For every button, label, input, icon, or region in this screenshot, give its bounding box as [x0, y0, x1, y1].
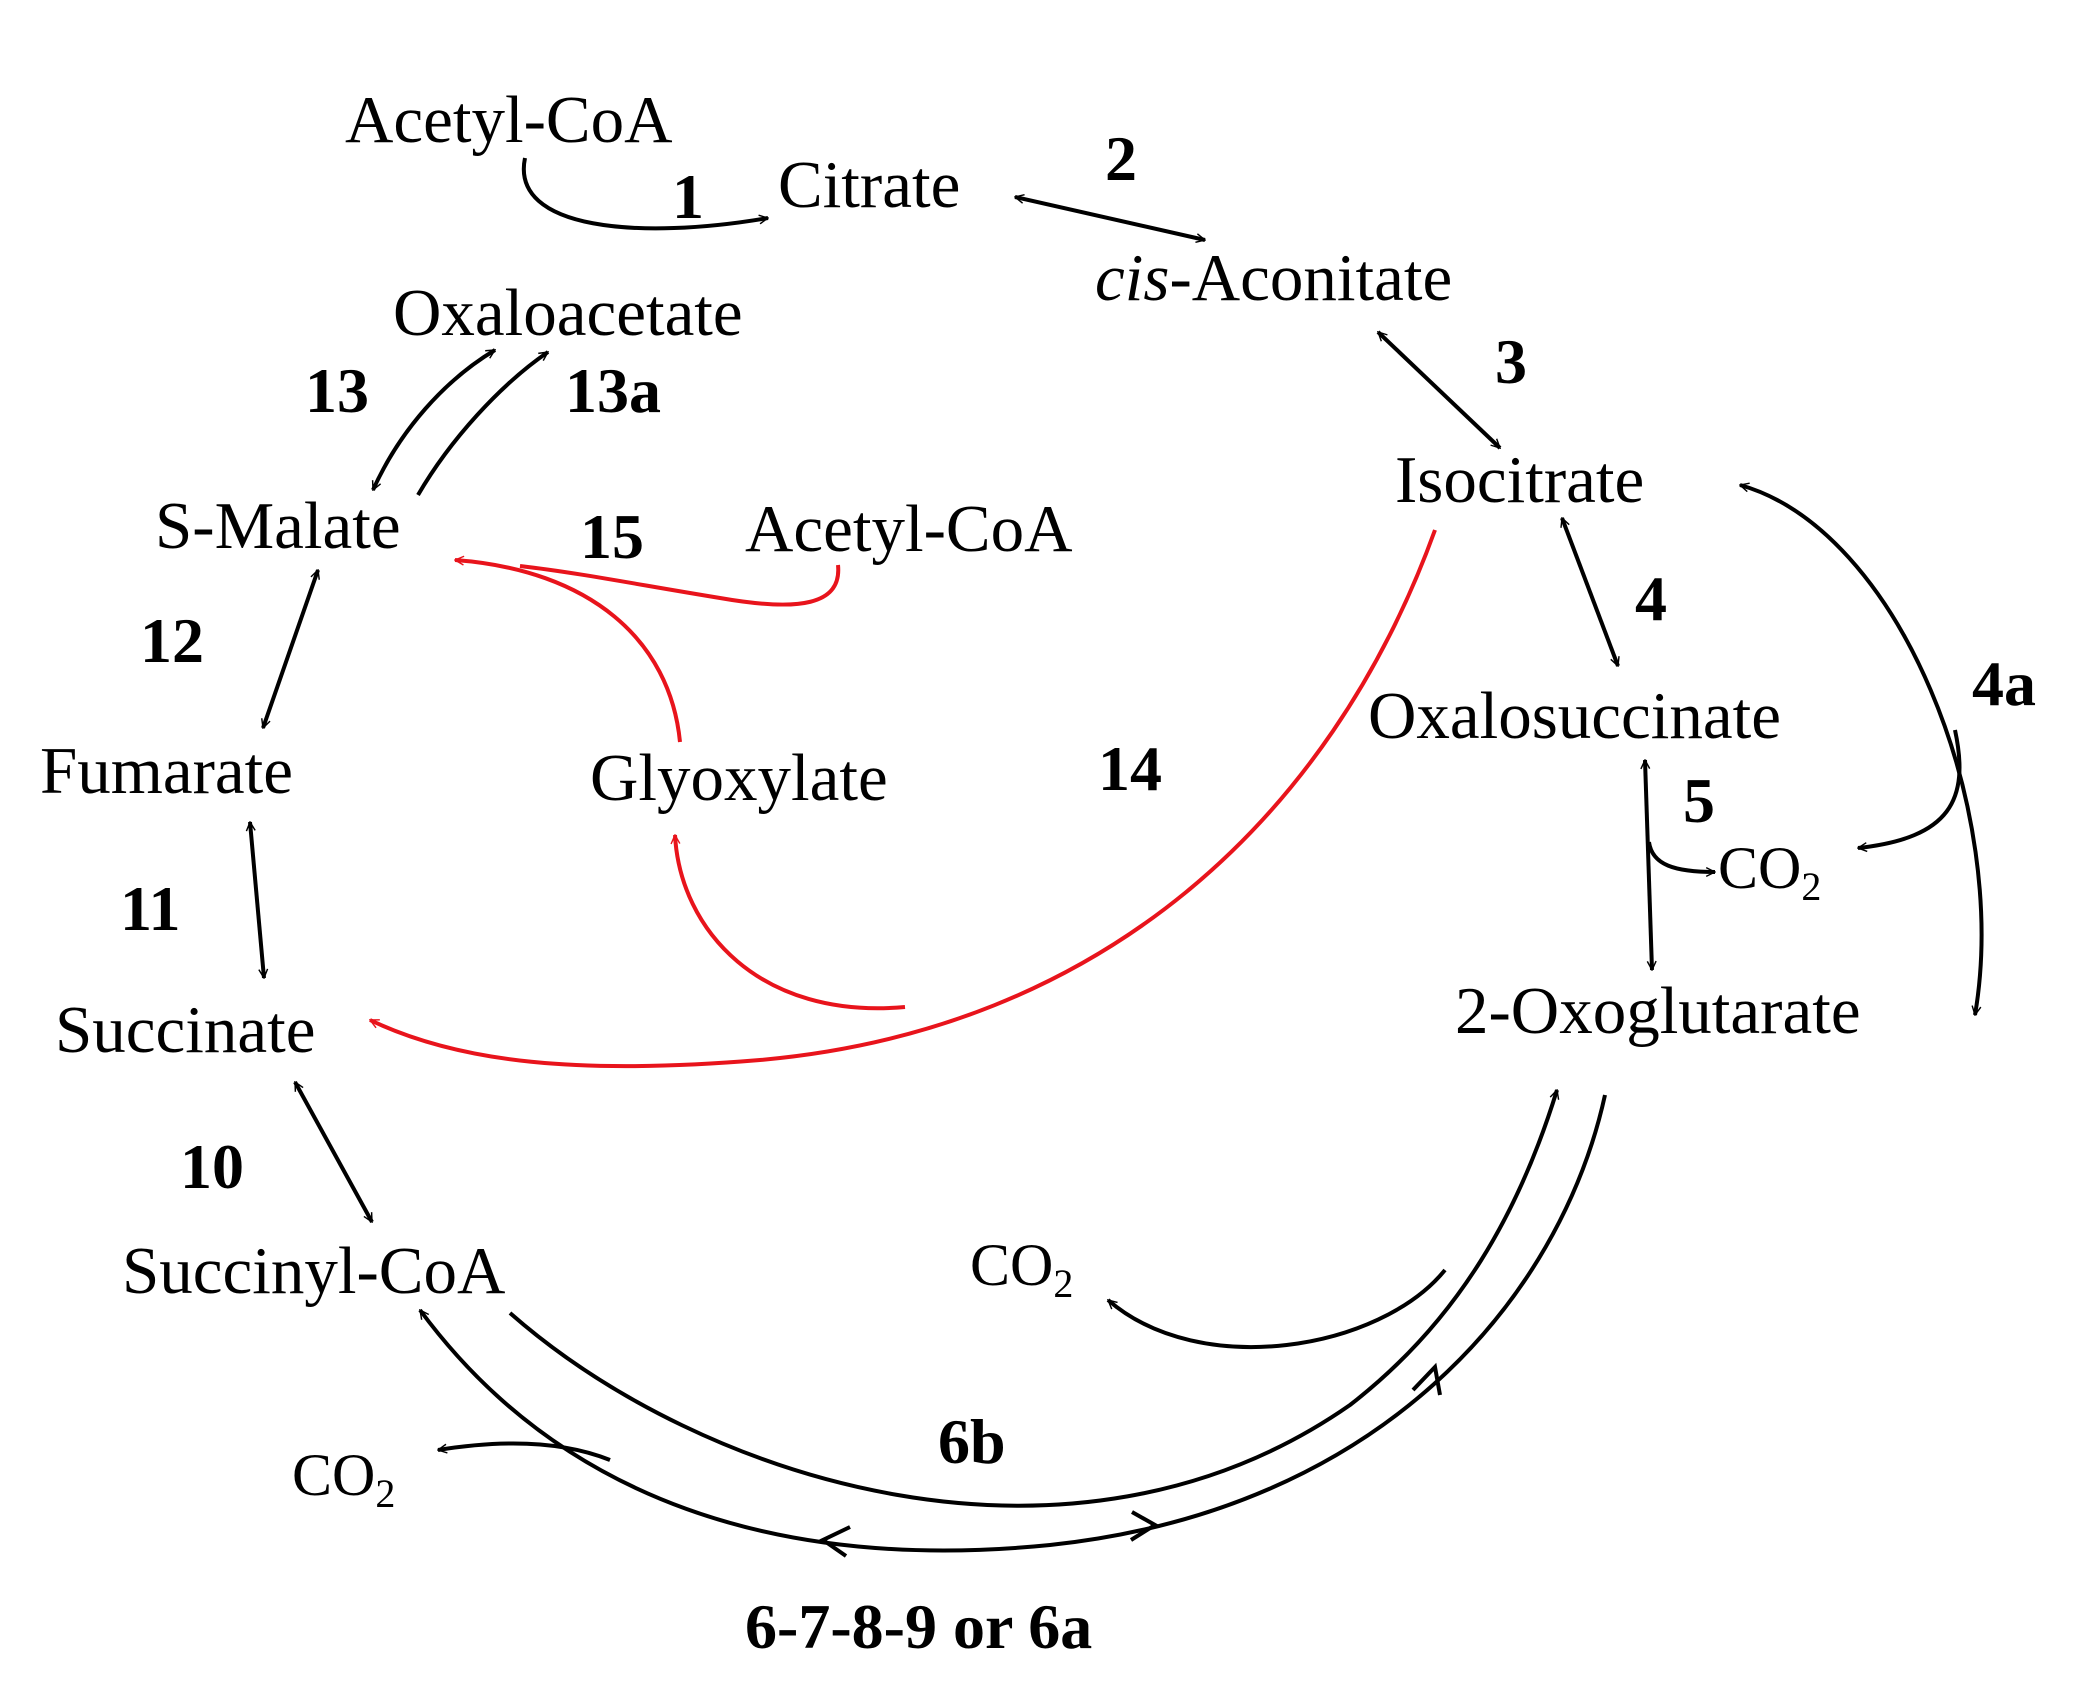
arrow-step-12: [263, 570, 318, 728]
label-succinyl-coa: Succinyl-CoA: [122, 1234, 505, 1308]
arrow-step-4a-co2: [1858, 729, 1962, 848]
label-succinate: Succinate: [55, 993, 315, 1067]
step-number-11: 11: [120, 873, 180, 944]
arrow-step-1: [521, 157, 768, 231]
label-co2-step5: CO2: [1718, 835, 1821, 909]
co2-main: CO: [292, 1442, 375, 1508]
label-isocitrate: Isocitrate: [1395, 443, 1644, 517]
label-acetyl-coa-mid: Acetyl-CoA: [745, 492, 1072, 566]
step-number-4: 4: [1635, 563, 1667, 634]
step-number-6b: 6b: [938, 1406, 1006, 1477]
label-cis-aconitate: cis-Aconitate: [1095, 241, 1452, 315]
arrow-step-13a: [416, 350, 548, 497]
arrow-step-3: [1376, 330, 1502, 450]
outer-arc-chevron-bottom-left: [819, 1525, 851, 1558]
label-oxalosuccinate: Oxalosuccinate: [1368, 679, 1781, 753]
arrow-step-13: [371, 348, 495, 490]
co2-subscript: 2: [1053, 1261, 1073, 1306]
arrow-step-6789: [418, 1094, 1607, 1553]
step-number-13: 13: [305, 355, 369, 426]
step-number-6789: 6-7-8-9 or 6a: [745, 1591, 1092, 1662]
arrow-step-11: [250, 822, 264, 978]
step-number-15: 15: [580, 501, 644, 572]
co2-subscript: 2: [1801, 864, 1821, 909]
label-aconitate-rest: -Aconitate: [1169, 241, 1452, 315]
arrow-step-4: [1560, 518, 1620, 666]
label-acetyl-coa-top: Acetyl-CoA: [345, 83, 672, 157]
arrow-step-2: [1015, 197, 1205, 240]
step-number-5: 5: [1683, 765, 1715, 836]
co2-main: CO: [970, 1232, 1053, 1298]
label-citrate: Citrate: [778, 148, 960, 222]
arrow-step-15-acetyl: [519, 564, 841, 607]
step-number-13a: 13a: [565, 355, 661, 426]
step-number-1: 1: [672, 161, 704, 232]
arrow-step-6b-co2: [1106, 1268, 1447, 1349]
arrow-step-6789-co2: [438, 1441, 611, 1462]
label-co2-step6b: CO2: [970, 1232, 1073, 1306]
co2-main: CO: [1718, 835, 1801, 901]
outer-arc-chevron-bottom-right: [1129, 1510, 1159, 1542]
arrow-step-15-glyoxylate: [455, 560, 682, 743]
step-number-10: 10: [180, 1131, 244, 1202]
step-number-12: 12: [140, 605, 204, 676]
label-co2-step6789: CO2: [292, 1442, 395, 1516]
arrow-step-4a: [1740, 485, 1984, 1015]
arrow-step-14-succinate: [370, 529, 1437, 1069]
step-number-14: 14: [1098, 733, 1162, 804]
label-oxaloacetate: Oxaloacetate: [393, 276, 743, 350]
co2-subscript: 2: [375, 1471, 395, 1516]
outer-arc-chevron-right: [1411, 1362, 1442, 1396]
label-cis-prefix: cis: [1095, 241, 1169, 315]
arrow-step-5: [1645, 760, 1652, 970]
arrow-step-6b: [508, 1090, 1557, 1508]
step-number-3: 3: [1495, 326, 1527, 397]
step-number-4a: 4a: [1972, 648, 2036, 719]
step-number-2: 2: [1105, 123, 1137, 194]
arrow-step-5-co2: [1647, 841, 1715, 872]
label-fumarate: Fumarate: [40, 734, 293, 808]
arrow-step-10: [293, 1082, 374, 1222]
label-2-oxoglutarate: 2-Oxoglutarate: [1455, 974, 1861, 1048]
label-s-malate: S-Malate: [155, 489, 401, 563]
arrow-step-14-glyoxylate: [675, 835, 906, 1011]
label-glyoxylate: Glyoxylate: [590, 741, 888, 815]
